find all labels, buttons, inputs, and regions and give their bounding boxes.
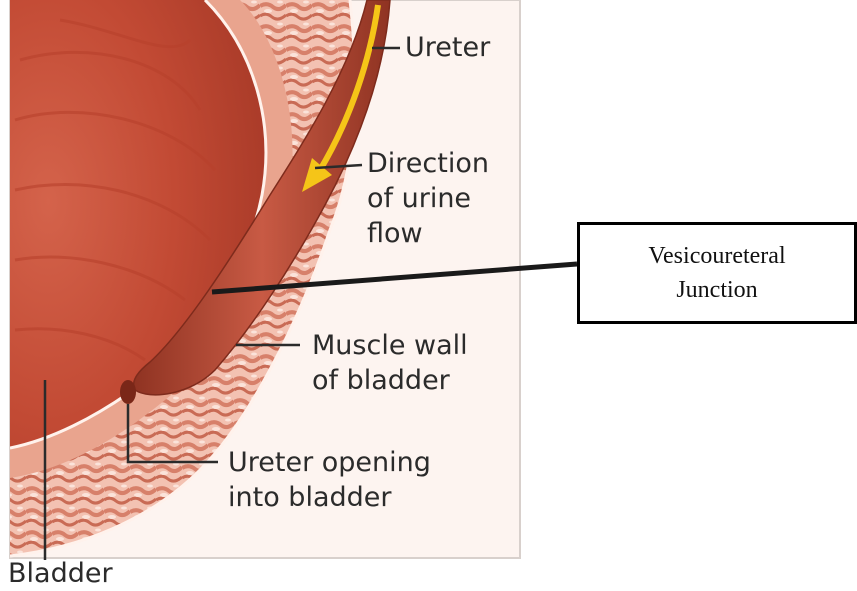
callout-line-2: Junction bbox=[580, 273, 854, 307]
callout-line-1: Vesicoureteral bbox=[580, 239, 854, 273]
label-direction-of-urine-flow: Direction of urine flow bbox=[367, 146, 489, 251]
ureter-opening bbox=[120, 380, 136, 404]
vesicoureteral-junction-callout: Vesicoureteral Junction bbox=[577, 222, 857, 324]
label-ureter: Ureter bbox=[405, 30, 490, 65]
label-ureter-opening: Ureter opening into bladder bbox=[228, 445, 431, 515]
label-muscle-wall: Muscle wall of bladder bbox=[312, 328, 468, 398]
label-bladder: Bladder bbox=[8, 556, 113, 591]
